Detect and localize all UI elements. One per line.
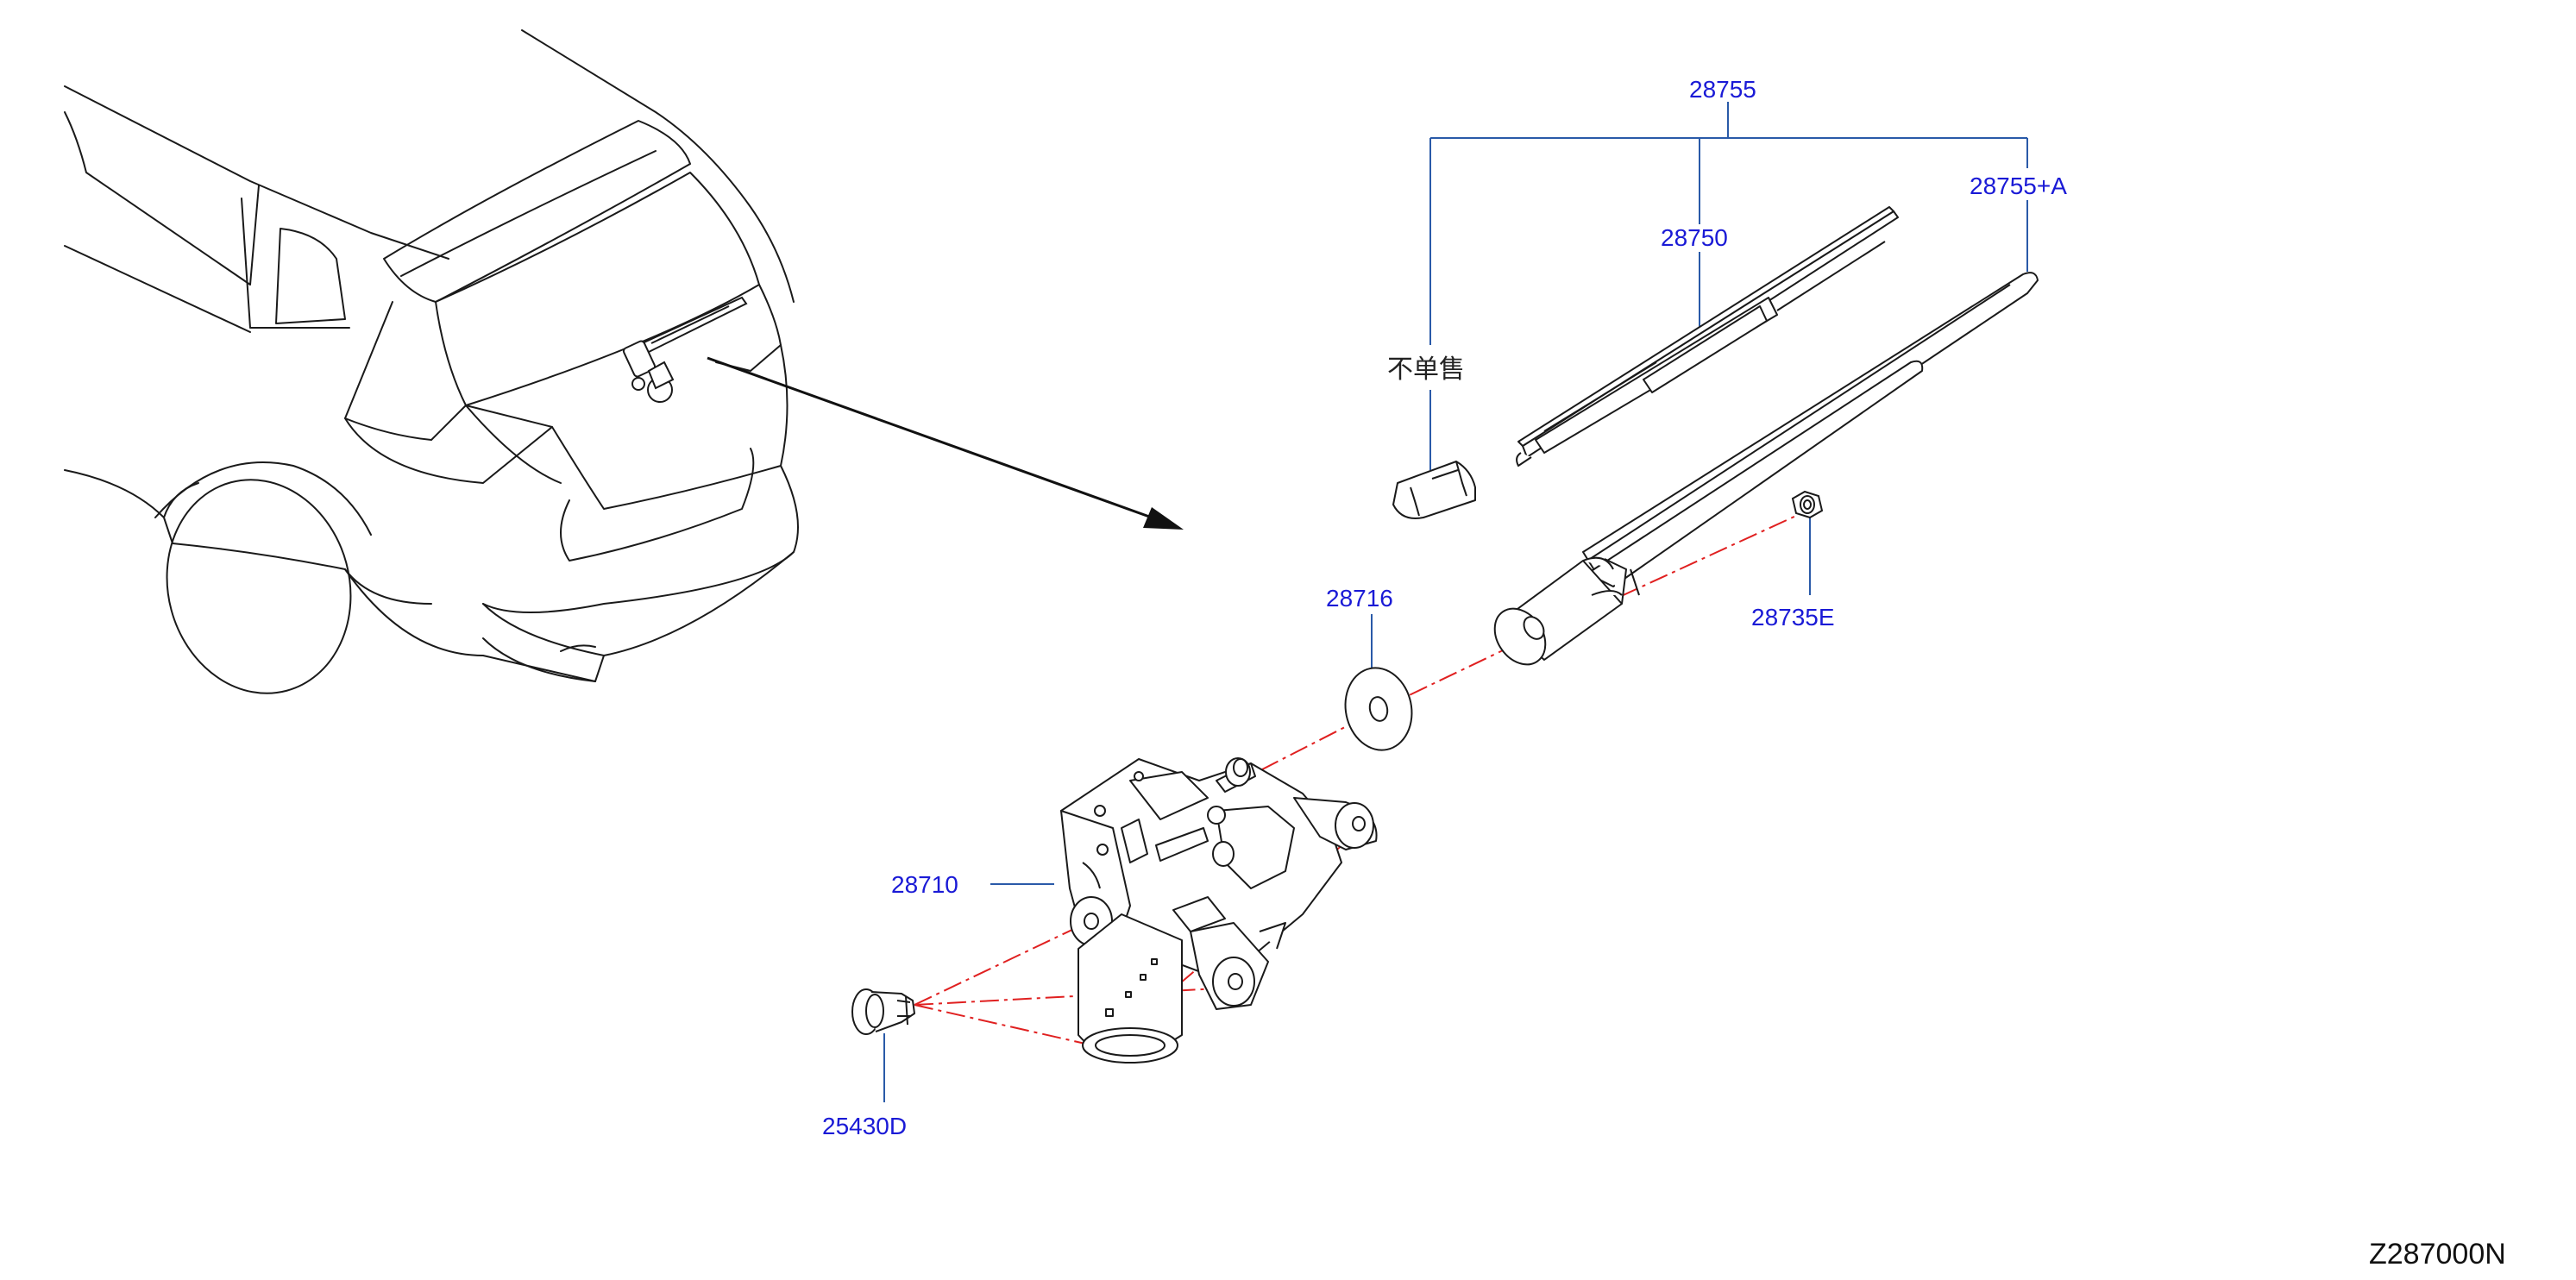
- diagram-code: Z287000N: [2369, 1238, 2506, 1271]
- leader-lines: [883, 102, 2028, 1102]
- callout-28755: 28755: [1689, 76, 1756, 103]
- callout-28716: 28716: [1326, 585, 1393, 612]
- bolt-25430d: [851, 988, 915, 1035]
- vehicle-rear-outline: [64, 29, 799, 694]
- wiper-arm-28755a: [1493, 272, 2039, 666]
- callout-28755a: 28755+A: [1970, 173, 2067, 199]
- wiper-motor-28710: [1060, 757, 1378, 1064]
- end-cap-part: [1392, 461, 1476, 519]
- not-sold-separately-note: 不单售: [1387, 355, 1465, 385]
- vehicle-wiper-location: [622, 296, 748, 403]
- callout-28750: 28750: [1661, 224, 1728, 251]
- washer-28716: [1344, 667, 1413, 751]
- callout-25430d: 25430D: [822, 1113, 908, 1139]
- location-arrow: [707, 356, 1184, 530]
- wiper-blade-28750: [1516, 206, 1899, 467]
- callout-28735e: 28735E: [1751, 604, 1835, 631]
- callout-28710: 28710: [891, 871, 958, 898]
- nut-28735e: [1791, 490, 1824, 519]
